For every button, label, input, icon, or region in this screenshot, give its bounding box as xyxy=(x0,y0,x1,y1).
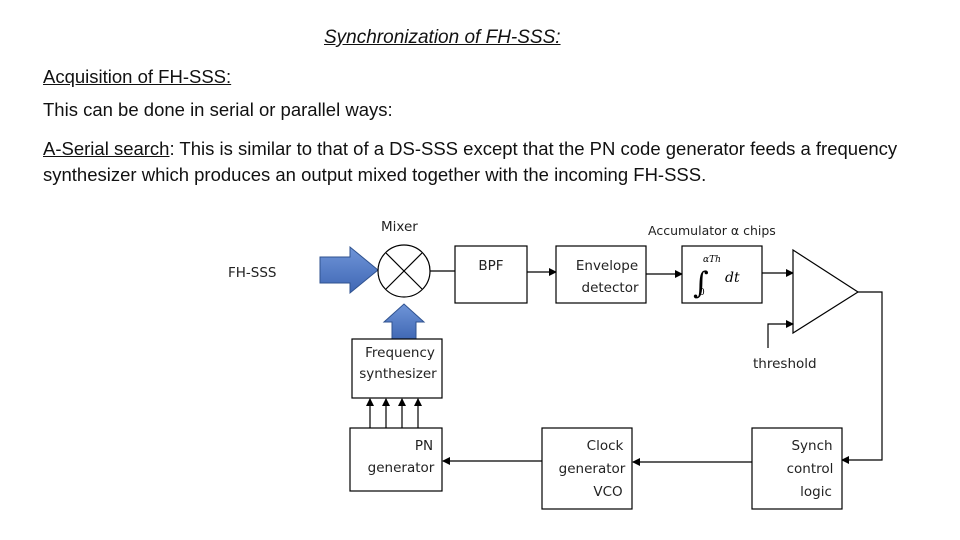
clock-label-1: Clock xyxy=(587,438,624,454)
synch-label-3: logic xyxy=(800,484,832,500)
integrator-block xyxy=(681,245,763,304)
freq-synth-label-1: Frequency xyxy=(365,345,435,361)
fh-sss-input-label: FH-SSS xyxy=(228,265,277,281)
bpf-label: BPF xyxy=(478,258,503,274)
input-arrow xyxy=(319,245,379,295)
bpf-block xyxy=(454,245,528,304)
frequency-synthesizer-block xyxy=(351,338,443,399)
serial-search-paragraph: A-Serial search: This is similar to that… xyxy=(43,136,903,188)
integral-symbol: ∫ xyxy=(693,266,709,301)
mixer xyxy=(377,244,431,298)
pn-label-2: generator xyxy=(368,460,435,476)
synch-label-2: control xyxy=(787,461,834,477)
envelope-label-1: Envelope xyxy=(576,258,638,274)
synch-label-1: Synch xyxy=(791,438,832,454)
serial-search-text: : This is similar to that of a DS-SSS ex… xyxy=(43,138,898,185)
synch-control-logic-block xyxy=(751,427,843,510)
threshold-label: threshold xyxy=(753,356,817,372)
intro-line: This can be done in serial or parallel w… xyxy=(43,99,393,120)
integral-dt: dt xyxy=(725,270,740,286)
envelope-label-2: detector xyxy=(582,280,639,296)
mixer-label: Mixer xyxy=(381,219,418,235)
threshold-input-line xyxy=(767,320,794,348)
pn-label-1: PN xyxy=(415,438,433,454)
serial-search-label: A-Serial search xyxy=(43,138,170,159)
integral-upper-limit: αTh xyxy=(703,255,721,265)
envelope-detector-block xyxy=(555,245,647,304)
freq-synth-label-2: synthesizer xyxy=(359,366,437,382)
clock-label-2: generator xyxy=(559,461,626,477)
page-title: Synchronization of FH-SSS: xyxy=(324,27,561,48)
synth-to-mixer-arrow xyxy=(382,303,426,341)
acquisition-heading: Acquisition of FH-SSS: xyxy=(43,66,232,87)
pn-generator-block xyxy=(349,427,443,492)
integral-lower-limit: 0 xyxy=(699,288,705,298)
clock-generator-block xyxy=(541,427,633,510)
accumulator-label: Accumulator α chips xyxy=(648,223,776,238)
comparator-to-synch-line xyxy=(841,291,883,464)
comparator xyxy=(792,248,860,335)
clock-label-3: VCO xyxy=(593,484,622,500)
